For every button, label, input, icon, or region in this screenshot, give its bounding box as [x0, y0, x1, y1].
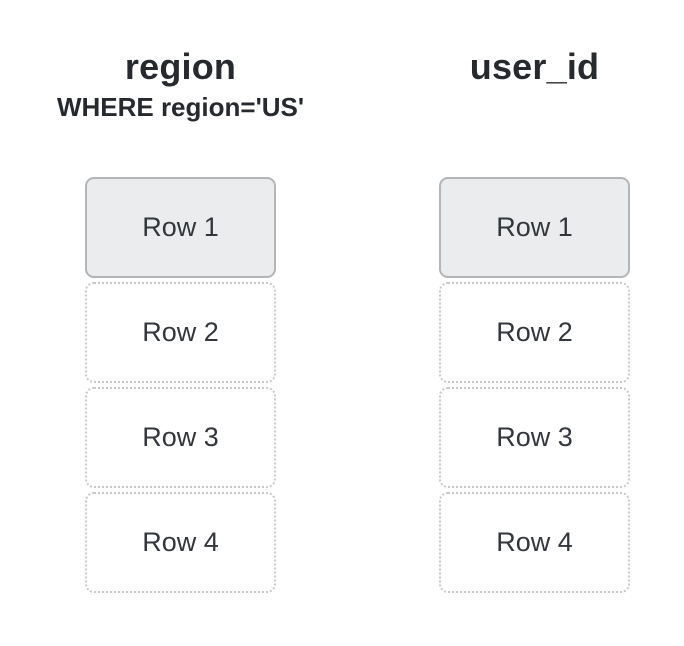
column-region-rows: Row 1 Row 2 Row 3 Row 4	[85, 177, 276, 593]
row-label: Row 1	[142, 212, 219, 242]
row-box: Row 1	[439, 177, 630, 278]
row-box: Row 3	[85, 387, 276, 488]
column-user-id-rows: Row 1 Row 2 Row 3 Row 4	[439, 177, 630, 593]
row-label: Row 4	[496, 527, 573, 557]
column-title: region	[124, 46, 237, 87]
row-box: Row 1	[85, 177, 276, 278]
row-box: Row 2	[439, 282, 630, 383]
column-subtitle-where-clause: WHERE region='US'	[56, 92, 305, 123]
row-box: Row 4	[85, 492, 276, 593]
row-filter-diagram: region WHERE region='US' Row 1 Row 2 Row…	[57, 46, 630, 593]
row-label: Row 2	[142, 317, 219, 347]
column-user-id: user_id Row 1 Row 2 Row 3 Row 4	[439, 46, 630, 593]
row-label: Row 2	[496, 317, 573, 347]
row-label: Row 3	[142, 422, 219, 452]
column-user-id-header: user_id	[439, 46, 630, 177]
row-box: Row 2	[85, 282, 276, 383]
column-region: region WHERE region='US' Row 1 Row 2 Row…	[57, 46, 304, 593]
row-box: Row 3	[439, 387, 630, 488]
row-label: Row 3	[496, 422, 573, 452]
column-region-header: region WHERE region='US'	[57, 46, 304, 177]
row-label: Row 1	[496, 212, 573, 242]
row-label: Row 4	[142, 527, 219, 557]
row-box: Row 4	[439, 492, 630, 593]
column-title: user_id	[469, 46, 600, 87]
